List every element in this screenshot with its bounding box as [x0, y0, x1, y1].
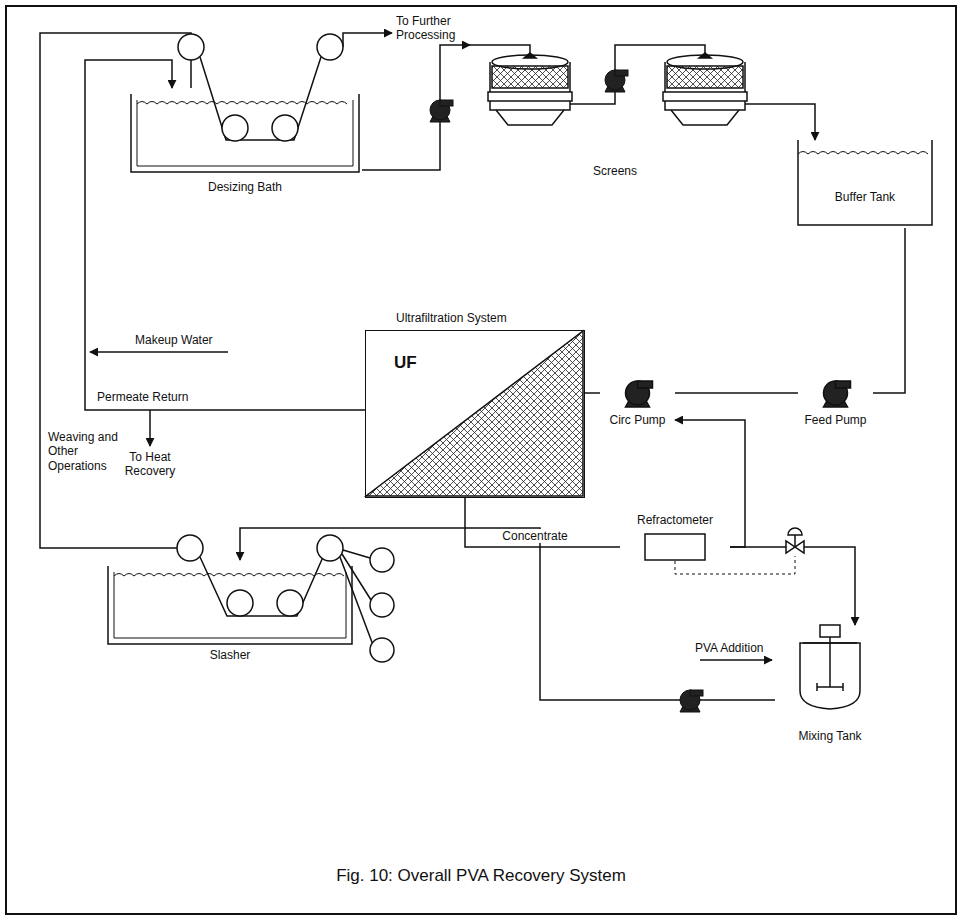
frame: [6, 6, 956, 914]
heading-label: Ultrafiltration System: [396, 311, 576, 325]
makeup-arrow: [90, 351, 228, 353]
pipe-connector: [85, 60, 365, 410]
stream-label: To Heat Recovery: [110, 450, 190, 479]
node-label: Feed Pump: [798, 413, 873, 427]
screen-unit: [663, 53, 747, 125]
fabric-path: [200, 557, 323, 616]
flow-label: Permeate Return: [95, 390, 190, 404]
node-label: Circ Pump: [600, 413, 675, 427]
screen-unit: [488, 53, 572, 125]
pipe-connector: [760, 104, 815, 140]
pipe-connector: [873, 228, 905, 393]
pipe-connector: [465, 498, 620, 547]
slasher: Slasher: [105, 560, 355, 670]
screen-group: Screens: [470, 30, 760, 185]
pipe: [470, 45, 530, 54]
refractometer: Refractometer: [620, 512, 730, 567]
node-label: Desizing Bath: [128, 180, 362, 194]
figure-caption: Fig. 10: Overall PVA Recovery System: [100, 866, 862, 886]
pipe-connector: [675, 392, 798, 394]
node-label: Refractometer: [620, 513, 730, 527]
roller: [177, 34, 394, 662]
buffer-tank-outline: [795, 140, 935, 228]
fabric-path: [200, 57, 321, 140]
node-label: UF: [394, 353, 444, 373]
pipe-connector: [585, 392, 600, 394]
pipe-connector: [675, 420, 745, 547]
pump-box: Circ Pump: [600, 373, 675, 435]
uf-system: Ultrafiltration SystemUF: [365, 330, 585, 498]
pipe-connector: [362, 45, 470, 170]
desizing-bath: Desizing Bath: [128, 88, 362, 200]
screen-group-outline: [470, 30, 760, 185]
buffer-tank: Buffer Tank: [795, 140, 935, 228]
pipe-connector: [40, 33, 191, 560]
stream-label: To Further Processing: [396, 14, 476, 43]
control-valve: [786, 528, 804, 553]
pipe-connector: [730, 547, 855, 625]
heat-arrow: [149, 410, 151, 446]
node-label: Buffer Tank: [795, 190, 935, 204]
flow-label: Concentrate: [500, 529, 569, 543]
stream-label: Makeup Water: [135, 333, 235, 347]
stream-label: PVA Addition: [695, 641, 780, 655]
node-label: Mixing Tank: [775, 729, 885, 743]
pipe-connector: [240, 528, 775, 700]
addition-arrow: [700, 659, 772, 661]
node-label: Slasher: [105, 648, 355, 662]
flow-label: Weaving and Other Operations: [46, 430, 120, 473]
fabric-path: [340, 550, 373, 645]
outlet-arrow: [343, 33, 392, 47]
pump-box: Feed Pump: [798, 373, 873, 435]
pipe: [745, 103, 760, 105]
mixing-tank: Mixing Tank: [775, 625, 885, 750]
node-label: Screens: [470, 164, 760, 178]
